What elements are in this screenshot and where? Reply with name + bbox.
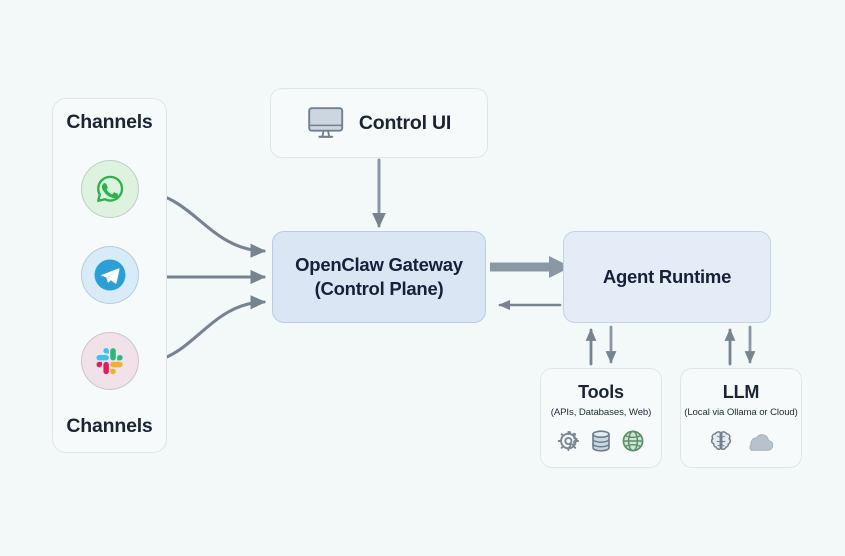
- monitor-icon: [308, 107, 344, 138]
- tools-icon-list: [557, 429, 645, 453]
- channel-icon-list: [80, 159, 139, 390]
- channel-item-whatsapp[interactable]: [80, 159, 139, 218]
- channels-group: Channels: [52, 98, 167, 453]
- telegram-icon: [94, 259, 125, 290]
- brain-icon: [710, 431, 731, 451]
- tools-subtitle: (APIs, Databases, Web): [550, 407, 652, 418]
- channel-item-telegram[interactable]: [80, 245, 139, 304]
- globe-icon: [622, 430, 644, 452]
- control-ui-node[interactable]: Control UI: [270, 88, 488, 158]
- slack-icon: [95, 347, 123, 374]
- gateway-node[interactable]: OpenClaw Gateway (Control Plane): [272, 231, 486, 323]
- whatsapp-icon: [96, 175, 123, 202]
- gateway-title: OpenClaw Gateway: [295, 254, 463, 276]
- gateway-subtitle: (Control Plane): [314, 278, 444, 299]
- cloud-icon: [748, 434, 773, 451]
- agent-runtime-node[interactable]: Agent Runtime: [563, 231, 771, 323]
- control-ui-title: Control UI: [358, 111, 452, 134]
- llm-title: LLM: [722, 382, 760, 402]
- channel-item-slack[interactable]: [80, 331, 139, 390]
- gear-icon: [557, 430, 580, 452]
- agent-runtime-title: Agent Runtime: [602, 266, 732, 287]
- llm-subtitle: (Local via Ollama or Cloud): [684, 407, 798, 418]
- channels-bottom-label: Channels: [66, 414, 153, 437]
- tools-node[interactable]: Tools (APIs, Databases, Web): [540, 368, 662, 468]
- tools-title: Tools: [578, 382, 624, 402]
- llm-node[interactable]: LLM (Local via Ollama or Cloud): [680, 368, 802, 468]
- llm-icon-list: [708, 429, 775, 455]
- database-icon: [592, 430, 610, 452]
- channels-top-label: Channels: [66, 111, 153, 133]
